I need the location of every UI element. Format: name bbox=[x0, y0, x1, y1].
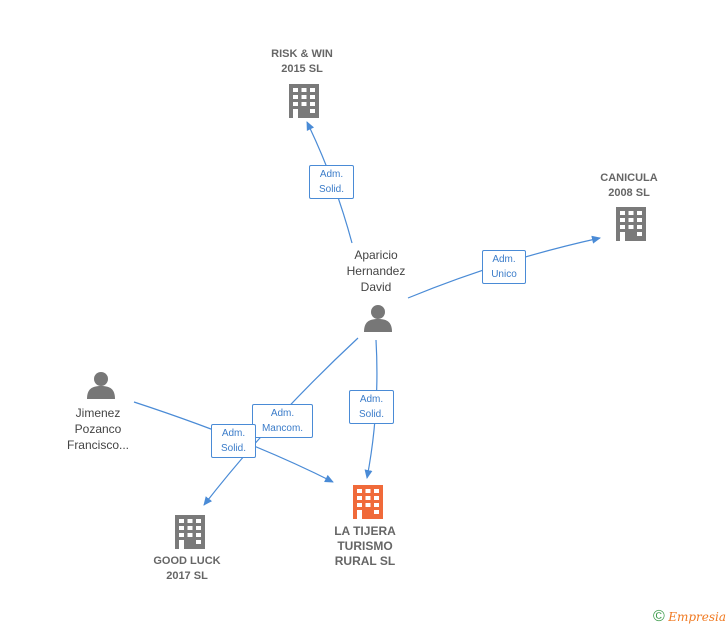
edge-label-aparicio-tijera[interactable]: Adm. Solid. bbox=[349, 390, 394, 424]
edge-label-line: Unico bbox=[491, 269, 517, 280]
node-canicula-label[interactable]: CANICULA 2008 SL bbox=[579, 171, 679, 201]
edge-label-line: Solid. bbox=[318, 184, 344, 195]
edge-label-aparicio-canicula[interactable]: Adm. Unico bbox=[482, 250, 526, 284]
edge-label-line: Adm. bbox=[221, 428, 246, 439]
building-icon[interactable] bbox=[175, 515, 205, 549]
node-name-line: Aparicio bbox=[354, 248, 398, 262]
node-name-line: RURAL SL bbox=[334, 554, 396, 568]
node-name-line: Jimenez bbox=[75, 406, 121, 420]
person-icon[interactable] bbox=[87, 372, 115, 399]
building-icon[interactable] bbox=[353, 485, 383, 519]
edge-label-jimenez-tijera[interactable]: Adm. Solid. bbox=[211, 424, 256, 458]
person-icon[interactable] bbox=[364, 305, 392, 332]
node-name-line: CANICULA bbox=[600, 172, 658, 184]
node-risk-win-label[interactable]: RISK & WIN 2015 SL bbox=[252, 47, 352, 77]
empresia-watermark: © Empresia bbox=[653, 608, 726, 626]
node-name-line: Hernandez bbox=[346, 264, 406, 278]
edge-label-aparicio-risk[interactable]: Adm. Solid. bbox=[309, 165, 354, 199]
node-name-line: RISK & WIN bbox=[271, 48, 333, 60]
edge-label-aparicio-goodluck[interactable]: Adm. Mancom. bbox=[252, 404, 313, 438]
node-name-line: GOOD LUCK bbox=[153, 555, 221, 567]
node-name-line: LA TIJERA bbox=[334, 524, 396, 538]
edge-label-line: Adm. bbox=[319, 169, 344, 180]
edge-label-line: Adm. bbox=[270, 408, 295, 419]
node-good-luck-label[interactable]: GOOD LUCK 2017 SL bbox=[137, 554, 237, 584]
building-icon[interactable] bbox=[616, 207, 646, 241]
node-name-line: TURISMO bbox=[337, 539, 393, 553]
node-name-line: Francisco... bbox=[66, 438, 129, 452]
edge-label-line: Solid. bbox=[358, 409, 384, 420]
edge-label-line: Mancom. bbox=[261, 423, 304, 434]
edge-label-line: Adm. bbox=[492, 254, 516, 265]
node-name-line: 2017 SL bbox=[166, 570, 208, 582]
empresia-logo-text: Empresia bbox=[668, 610, 726, 624]
edge-label-line: Solid. bbox=[220, 443, 246, 454]
node-name-line: Pozanco bbox=[74, 422, 122, 436]
node-name-line: 2008 SL bbox=[608, 187, 650, 199]
building-icon[interactable] bbox=[289, 84, 319, 118]
edge-label-line: Adm. bbox=[359, 394, 384, 405]
copyright-symbol: © bbox=[653, 608, 665, 625]
node-jimenez-label[interactable]: Jimenez Pozanco Francisco... bbox=[48, 405, 148, 453]
node-name-line: 2015 SL bbox=[281, 63, 323, 75]
node-name-line: David bbox=[360, 280, 392, 294]
node-aparicio-label[interactable]: Aparicio Hernandez David bbox=[326, 247, 426, 295]
node-la-tijera-label[interactable]: LA TIJERA TURISMO RURAL SL bbox=[315, 524, 415, 569]
